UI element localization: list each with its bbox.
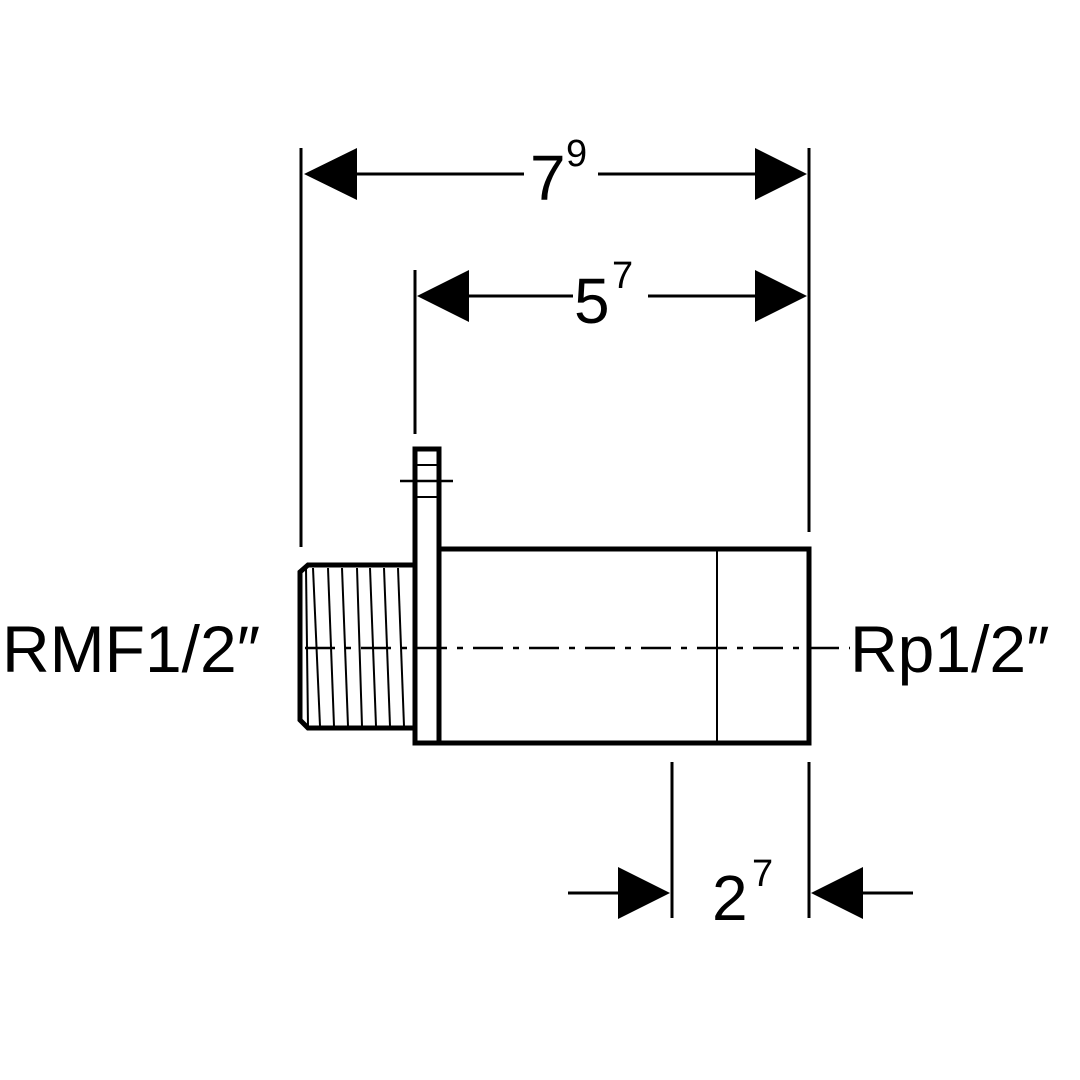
- dimension-from-flange: 5 7: [417, 255, 807, 337]
- dimension-socket-value: 2: [712, 862, 748, 934]
- dimension-overall-sup: 9: [566, 133, 587, 175]
- male-thread-end: [297, 562, 413, 731]
- socket-body: [439, 546, 812, 746]
- dimension-socket-sup: 7: [752, 853, 773, 895]
- left-thread-label: RMF1/2″: [2, 612, 260, 686]
- right-thread-label: Rp1/2″: [850, 612, 1049, 686]
- dimension-overall: 7 9: [304, 133, 807, 214]
- arrowhead-right-icon: [755, 148, 807, 200]
- dimension-socket-depth: 2 7: [568, 853, 913, 934]
- flange: [400, 446, 453, 746]
- arrowhead-left-icon: [417, 270, 469, 322]
- arrowhead-right-icon: [755, 270, 807, 322]
- dimension-flange-value: 5: [574, 265, 610, 337]
- arrowhead-left-icon: [304, 148, 357, 200]
- dimension-flange-sup: 7: [612, 255, 633, 297]
- dimension-overall-value: 7: [530, 142, 566, 214]
- arrowhead-right-icon: [618, 867, 670, 919]
- arrowhead-left-icon: [811, 867, 863, 919]
